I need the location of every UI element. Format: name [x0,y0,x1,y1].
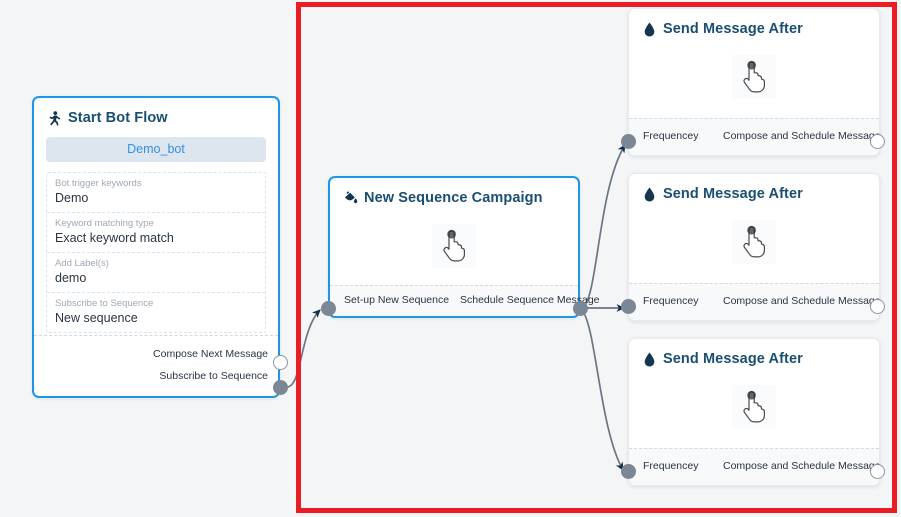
field-value: demo [55,271,87,285]
node-start-bot-flow[interactable]: Start Bot Flow Demo_bot Bot trigger keyw… [32,96,280,398]
port-card-1-input[interactable] [621,134,636,149]
field-row[interactable]: Keyword matching type Exact keyword matc… [47,213,265,253]
water-droplet-icon [642,21,657,37]
field-label: Bot trigger keywords [55,178,142,189]
field-label: Subscribe to Sequence [55,298,154,309]
node-footer: Frequencey Compose and Schedule Message [629,448,881,485]
paint-pour-icon [343,190,358,206]
field-value: New sequence [55,311,138,325]
field-row[interactable]: Add Label(s) demo [47,253,265,293]
edge-sequence-to-card-3 [580,308,624,471]
node-footer: Set-up New Sequence Schedule Sequence Me… [330,285,600,316]
port-label-compose-and-schedule-message: Compose and Schedule Message [723,295,881,307]
field-value: Demo [55,191,89,205]
node-footer: Compose Next Message Subscribe to Sequen… [34,335,278,396]
field-list: Bot trigger keywords Demo Keyword matchi… [46,172,266,333]
node-header: Start Bot Flow [34,98,278,126]
node-footer: Frequencey Compose and Schedule Message [629,283,881,320]
edge-start-to-sequence [286,309,321,388]
node-title: Send Message After [663,351,803,367]
node-header: New Sequence Campaign [330,178,578,206]
node-new-sequence-campaign[interactable]: New Sequence Campaign Set-up New Sequenc… [328,176,600,318]
port-label-set-up-new-sequence: Set-up New Sequence [344,294,450,306]
port-label-frequency: Frequencey [643,130,699,142]
node-header: Send Message After [629,174,879,202]
port-sequence-input[interactable] [321,301,336,316]
node-body [629,214,879,270]
node-title: Send Message After [663,186,803,202]
node-send-message-after-3[interactable]: Send Message After Frequencey Compose an… [628,338,881,486]
field-row[interactable]: Subscribe to Sequence New sequence [47,293,265,332]
node-send-message-after-2[interactable]: Send Message After Frequencey Compose an… [628,173,881,321]
water-droplet-icon [642,186,657,202]
node-header: Send Message After [629,339,879,367]
port-card-2-output[interactable] [870,299,885,314]
port-sequence-output[interactable] [573,301,588,316]
field-label: Keyword matching type [55,218,154,229]
port-label-compose-and-schedule-message: Compose and Schedule Message [723,460,881,472]
pointing-hand-cursor-icon [732,385,776,429]
pointing-hand-cursor-icon [432,224,476,268]
pointing-hand-cursor-icon [732,220,776,264]
water-droplet-icon [642,351,657,367]
field-row[interactable]: Bot trigger keywords Demo [47,173,265,213]
port-label-frequency: Frequencey [643,460,699,472]
port-label-schedule-sequence-message: Schedule Sequence Message [460,294,600,306]
port-card-1-output[interactable] [870,134,885,149]
field-value: Exact keyword match [55,231,174,245]
node-footer: Frequencey Compose and Schedule Message [629,118,881,155]
node-title: Start Bot Flow [68,110,168,126]
pointing-hand-cursor-icon [732,55,776,99]
node-title: New Sequence Campaign [364,190,543,206]
footer-port-labels: Set-up New Sequence Schedule Sequence Me… [344,294,600,306]
running-person-icon [47,110,62,126]
edge-sequence-to-card-1 [580,144,626,309]
node-body [629,379,879,435]
node-header: Send Message After [629,9,879,37]
port-label-subscribe-to-sequence: Subscribe to Sequence [159,370,268,382]
port-label-compose-next-message: Compose Next Message [153,348,268,360]
port-card-3-input[interactable] [621,464,636,479]
node-body [629,49,879,105]
port-label-compose-and-schedule-message: Compose and Schedule Message [723,130,881,142]
port-card-2-input[interactable] [621,299,636,314]
port-compose-next-message[interactable] [273,355,288,370]
port-label-frequency: Frequencey [643,295,699,307]
bot-name-chip[interactable]: Demo_bot [46,137,266,162]
port-subscribe-to-sequence[interactable] [273,380,288,395]
field-label: Add Label(s) [55,258,109,269]
node-title: Send Message After [663,21,803,37]
node-send-message-after-1[interactable]: Send Message After Frequencey Compose an… [628,8,881,156]
node-body [330,218,578,274]
port-card-3-output[interactable] [870,464,885,479]
